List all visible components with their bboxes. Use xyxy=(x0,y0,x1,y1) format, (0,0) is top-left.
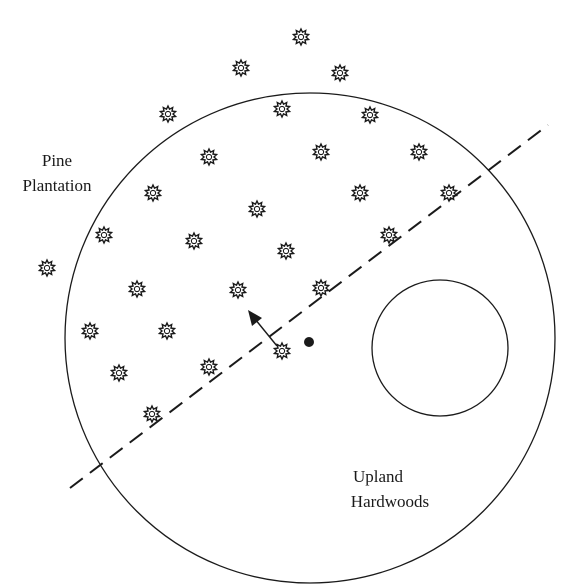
pine-tree-icon xyxy=(439,183,459,203)
pine-label-line1: Pine xyxy=(42,151,72,170)
pine-tree-icon xyxy=(158,104,178,124)
stand-boundary-dashed-line xyxy=(69,124,549,489)
pine-tree-icon xyxy=(37,258,57,278)
direction-arrow-icon xyxy=(248,310,278,347)
pine-tree-icon xyxy=(157,321,177,341)
upland-label-line1: Upland xyxy=(353,467,404,486)
pine-tree-icon xyxy=(409,142,429,162)
center-point-icon xyxy=(304,337,314,347)
pine-tree-icon xyxy=(330,63,350,83)
pine-tree-icon xyxy=(228,280,248,300)
pine-label-line2: Plantation xyxy=(23,176,92,195)
pine-tree-icon xyxy=(109,363,129,383)
pine-tree-icon xyxy=(276,241,296,261)
pine-trees-group xyxy=(37,27,459,424)
pine-tree-icon xyxy=(127,279,147,299)
pine-tree-icon xyxy=(80,321,100,341)
pine-tree-icon xyxy=(272,99,292,119)
pine-tree-icon xyxy=(350,183,370,203)
pine-tree-icon xyxy=(231,58,251,78)
pine-tree-icon xyxy=(272,341,292,361)
pine-tree-icon xyxy=(379,225,399,245)
upland-label-line2: Hardwoods xyxy=(351,492,429,511)
pine-tree-icon xyxy=(184,231,204,251)
pine-tree-icon xyxy=(94,225,114,245)
plot-boundary-circle xyxy=(64,92,556,584)
pine-tree-icon xyxy=(199,357,219,377)
pine-tree-icon xyxy=(143,183,163,203)
pine-tree-icon xyxy=(311,278,331,298)
pine-tree-icon xyxy=(360,105,380,125)
pine-tree-icon xyxy=(291,27,311,47)
pine-tree-icon xyxy=(199,147,219,167)
pine-tree-icon xyxy=(311,142,331,162)
pine-tree-icon xyxy=(247,199,267,219)
pine-tree-icon xyxy=(142,404,162,424)
inner-plot-circle xyxy=(371,279,509,417)
